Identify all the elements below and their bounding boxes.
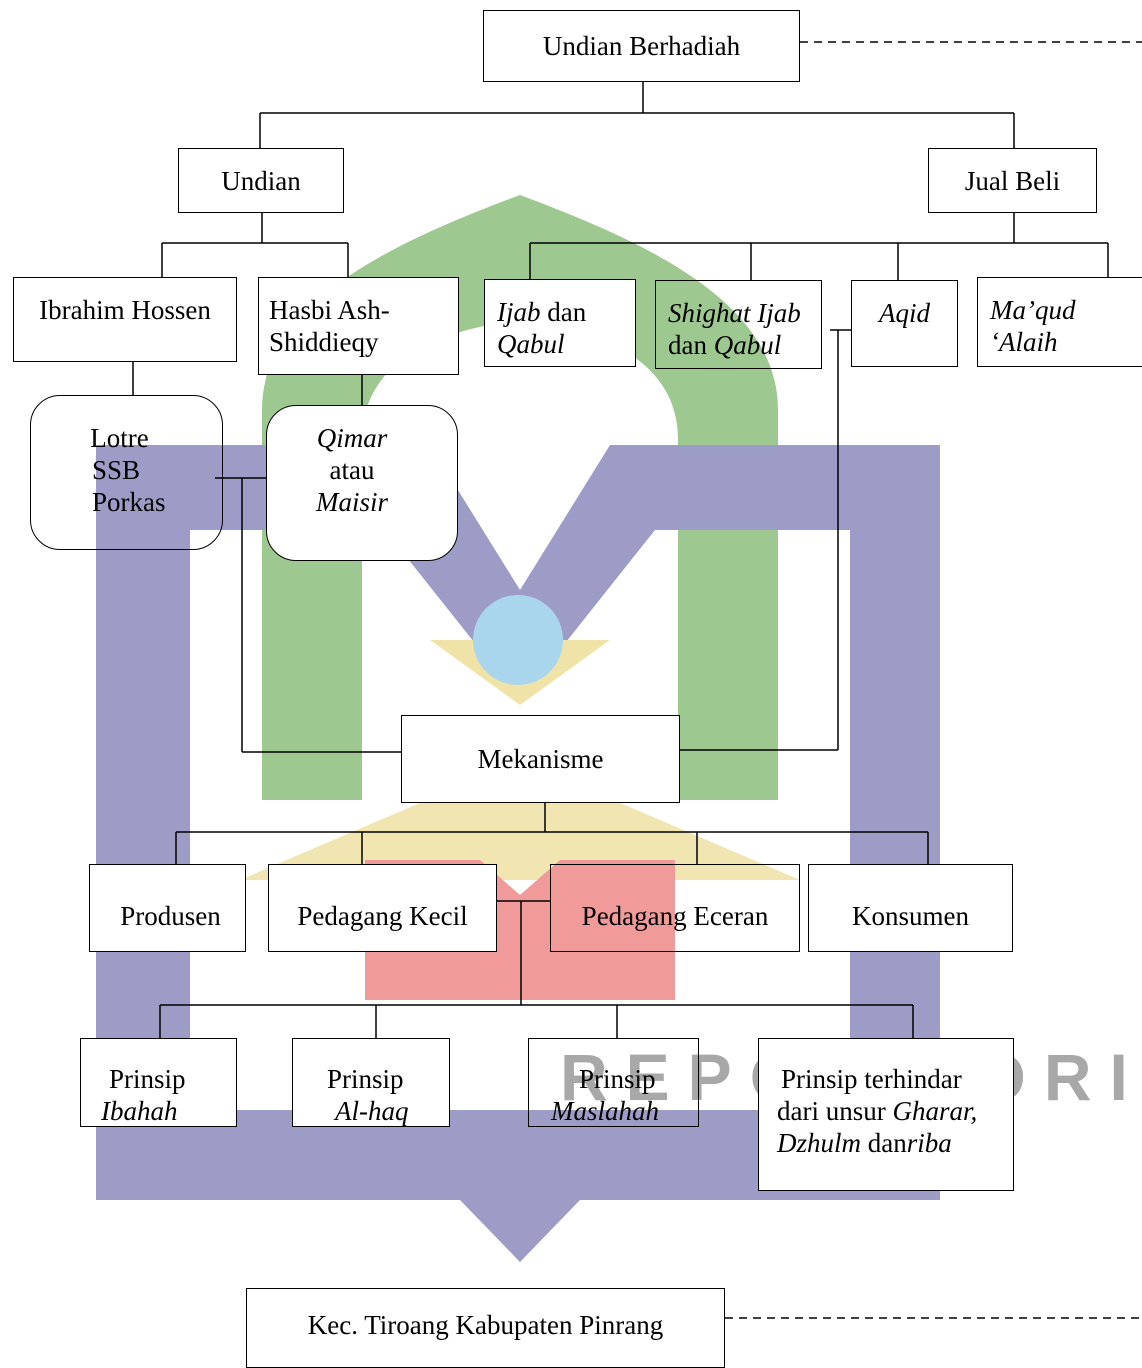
ibrahim-hossen-box: Ibrahim Hossen <box>13 277 237 362</box>
konsumen-label: Konsumen <box>852 901 969 931</box>
ijab-conjunction: dan <box>540 297 587 327</box>
qimar-box: Qimar atau Maisir <box>266 405 458 561</box>
hasbi-line-1: Hasbi Ash- <box>269 295 390 325</box>
maslahah-box: Prinsip Maslahah <box>528 1038 699 1127</box>
ibahah-box: Prinsip Ibahah <box>80 1038 237 1127</box>
jual-beli-box: Jual Beli <box>928 148 1097 213</box>
hasbi-box: Hasbi Ash- Shiddieqy <box>258 277 459 375</box>
shighat-qabul-term: Qabul <box>713 330 782 360</box>
watermark-globe <box>473 595 563 685</box>
undian-box: Undian <box>178 148 344 213</box>
ibrahim-hossen-label: Ibrahim Hossen <box>39 295 211 325</box>
watermark-yellow-base <box>240 760 800 880</box>
alhaq-term: Al-haq <box>335 1096 409 1126</box>
konsumen-box: Konsumen <box>808 864 1013 952</box>
lotre-line-3: Porkas <box>92 487 166 517</box>
shighat-term: Shighat Ijab <box>668 298 801 328</box>
maslahah-word: Prinsip <box>579 1064 656 1094</box>
aqid-box: Aqid <box>851 280 958 367</box>
location-box: Kec. Tiroang Kabupaten Pinrang <box>246 1288 725 1368</box>
root-label: Undian Berhadiah <box>542 31 741 61</box>
pedagang-kecil-box: Pedagang Kecil <box>268 864 497 952</box>
pedagang-kecil-label: Pedagang Kecil <box>297 901 468 931</box>
maqud-line-1: Ma’qud <box>990 295 1076 325</box>
jual-beli-label: Jual Beli <box>964 165 1061 196</box>
mekanisme-box: Mekanisme <box>401 715 680 803</box>
shighat-line-2: dan Qabul <box>668 329 821 361</box>
maqud-box: Ma’qud ‘Alaih <box>977 277 1142 367</box>
terhindar-line-3: Dzhulm danriba <box>777 1127 1013 1159</box>
ijab-qabul-line-1: Ijab dan <box>497 296 635 328</box>
alhaq-word: Prinsip <box>327 1064 404 1094</box>
dan-conjunction: dan <box>861 1128 907 1158</box>
ibahah-word: Prinsip <box>109 1064 186 1094</box>
ijab-term: Ijab <box>497 297 541 327</box>
produsen-label: Produsen <box>120 901 221 931</box>
shighat-line-1: Shighat Ijab <box>668 297 821 329</box>
qabul-term: Qabul <box>497 329 565 359</box>
maslahah-term: Maslahah <box>551 1096 659 1126</box>
qimar-line-3: Maisir <box>315 487 388 517</box>
terhindar-line-2: dari unsur Gharar, <box>777 1095 1013 1127</box>
alhaq-box: Prinsip Al-haq <box>292 1038 450 1127</box>
gharar-term: Gharar, <box>892 1096 978 1126</box>
root-box: Undian Berhadiah <box>483 10 800 82</box>
hasbi-line-2: Shiddieqy <box>269 327 379 357</box>
terhindar-line-1: Prinsip terhindar <box>781 1064 962 1094</box>
undian-label: Undian <box>221 165 301 196</box>
qimar-line-1: Qimar <box>316 423 388 453</box>
pedagang-eceran-label: Pedagang Eceran <box>581 901 769 931</box>
ijab-qabul-line-2: Qabul <box>497 328 635 360</box>
pedagang-eceran-box: Pedagang Eceran <box>550 864 800 952</box>
shighat-conjunction: dan <box>668 330 714 360</box>
aqid-label: Aqid <box>879 298 930 328</box>
location-label: Kec. Tiroang Kabupaten Pinrang <box>307 1310 664 1340</box>
qimar-line-2: atau <box>329 455 375 485</box>
riba-term: riba <box>906 1128 952 1158</box>
lotre-line-2: SSB <box>92 455 141 485</box>
dzhulm-term: Dzhulm <box>777 1128 862 1158</box>
terhindar-plain: dari unsur <box>777 1096 893 1126</box>
maqud-line-2: ‘Alaih <box>990 327 1058 357</box>
ijab-qabul-box: Ijab dan Qabul <box>484 279 636 367</box>
mekanisme-label: Mekanisme <box>477 744 604 774</box>
terhindar-box: Prinsip terhindar dari unsur Gharar, Dzh… <box>758 1038 1014 1191</box>
produsen-box: Produsen <box>89 864 246 952</box>
lotre-line-1: Lotre <box>90 423 149 453</box>
ibahah-term: Ibahah <box>101 1096 178 1126</box>
lotre-box: Lotre SSB Porkas <box>30 395 223 550</box>
shighat-box: Shighat Ijab dan Qabul <box>655 280 822 369</box>
